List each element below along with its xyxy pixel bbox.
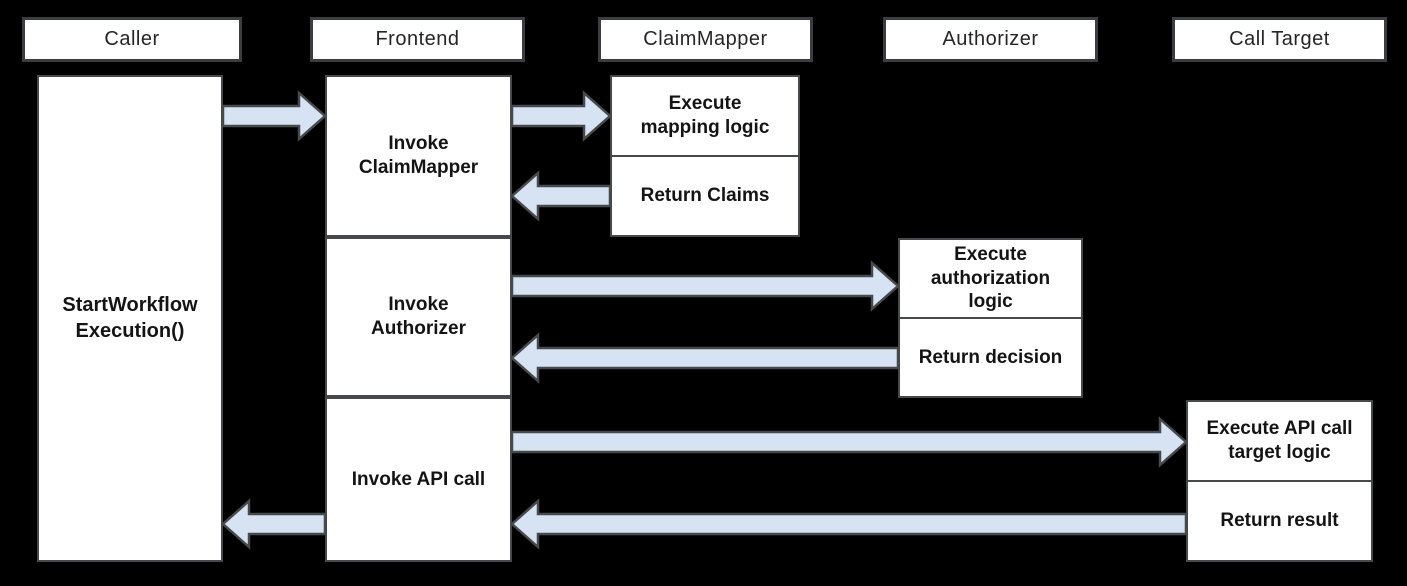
- activation-call-target: Execute API call target logic Return res…: [1186, 400, 1373, 562]
- lifeline-header-authorizer: Authorizer: [883, 17, 1098, 62]
- frontend-step-label: Invoke Authorizer: [371, 294, 466, 339]
- claimmapper-execute-cell: Execute mapping logic: [612, 77, 798, 155]
- call-target-return-cell: Return result: [1188, 480, 1371, 560]
- activation-authorizer: Execute authorization logic Return decis…: [898, 238, 1083, 398]
- arrow-frontend-to-caller: [221, 498, 327, 550]
- arrow-frontend-to-claimmapper: [510, 90, 612, 142]
- lifeline-header-call-target: Call Target: [1172, 17, 1387, 62]
- lifeline-header-frontend-label: Frontend: [375, 28, 460, 50]
- authorizer-execute-cell: Execute authorization logic: [900, 240, 1081, 317]
- activation-claimmapper: Execute mapping logic Return Claims: [610, 75, 800, 237]
- arrow-call-target-to-frontend: [510, 498, 1188, 550]
- call-target-return-label: Return result: [1220, 510, 1339, 532]
- lifeline-header-authorizer-label: Authorizer: [942, 28, 1039, 50]
- call-target-execute-cell: Execute API call target logic: [1188, 402, 1371, 480]
- arrow-caller-to-frontend: [221, 90, 327, 142]
- authorizer-execute-label: Execute authorization logic: [930, 243, 1051, 313]
- frontend-step-label: Invoke API call: [351, 468, 486, 490]
- arrow-frontend-to-call-target: [510, 416, 1188, 468]
- frontend-step-label: Invoke ClaimMapper: [358, 133, 479, 178]
- caller-activation-label: StartWorkflow Execution(): [62, 294, 198, 342]
- activation-caller: StartWorkflow Execution(): [37, 75, 223, 562]
- activation-frontend-invoke-authorizer: Invoke Authorizer: [325, 237, 512, 397]
- lifeline-header-call-target-label: Call Target: [1229, 28, 1330, 50]
- claimmapper-return-label: Return Claims: [640, 185, 770, 207]
- authorizer-return-label: Return decision: [918, 346, 1063, 368]
- activation-frontend-invoke-claimmapper: Invoke ClaimMapper: [325, 75, 512, 237]
- lifeline-header-caller: Caller: [22, 17, 242, 62]
- lifeline-header-claimmapper-label: ClaimMapper: [643, 28, 768, 50]
- activation-frontend-invoke-api-call: Invoke API call: [325, 397, 512, 562]
- lifeline-header-claimmapper: ClaimMapper: [598, 17, 813, 62]
- claimmapper-execute-label: Execute mapping logic: [640, 93, 770, 138]
- lifeline-header-frontend: Frontend: [310, 17, 525, 62]
- call-target-execute-label: Execute API call target logic: [1206, 418, 1353, 463]
- claimmapper-return-cell: Return Claims: [612, 155, 798, 235]
- arrow-claimmapper-to-frontend: [510, 170, 612, 222]
- authorizer-return-cell: Return decision: [900, 317, 1081, 396]
- arrow-authorizer-to-frontend: [510, 332, 900, 384]
- lifeline-header-caller-label: Caller: [104, 28, 160, 50]
- arrow-frontend-to-authorizer: [510, 260, 900, 312]
